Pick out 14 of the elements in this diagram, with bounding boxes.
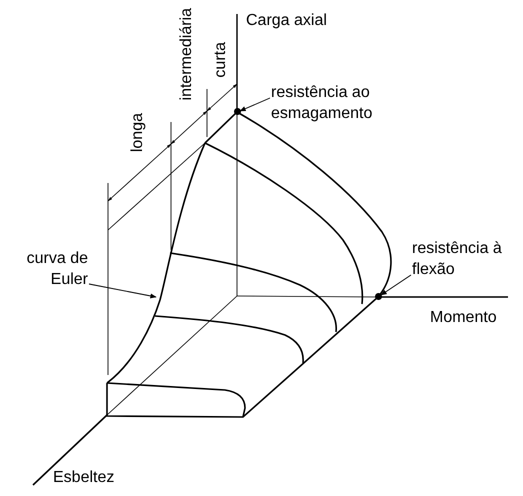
callout-text: curva de Euler <box>26 249 88 290</box>
axis-label: Momento <box>430 309 497 327</box>
leader-line <box>380 274 412 296</box>
point-marker <box>375 293 382 300</box>
slenderness-range-label: curta <box>212 42 230 78</box>
slenderness-range-label: intermediária <box>178 8 196 100</box>
axis-label: Carga axial <box>246 12 327 30</box>
axis-label: Esbeltez <box>53 469 114 487</box>
point-marker <box>234 108 241 115</box>
slenderness-range-label: longa <box>129 113 147 152</box>
leader-line <box>239 98 270 112</box>
callout-text: resistência ao esmagamento <box>271 83 374 124</box>
callout-text: resistência à flexão <box>412 239 503 280</box>
leader-line <box>88 284 157 298</box>
